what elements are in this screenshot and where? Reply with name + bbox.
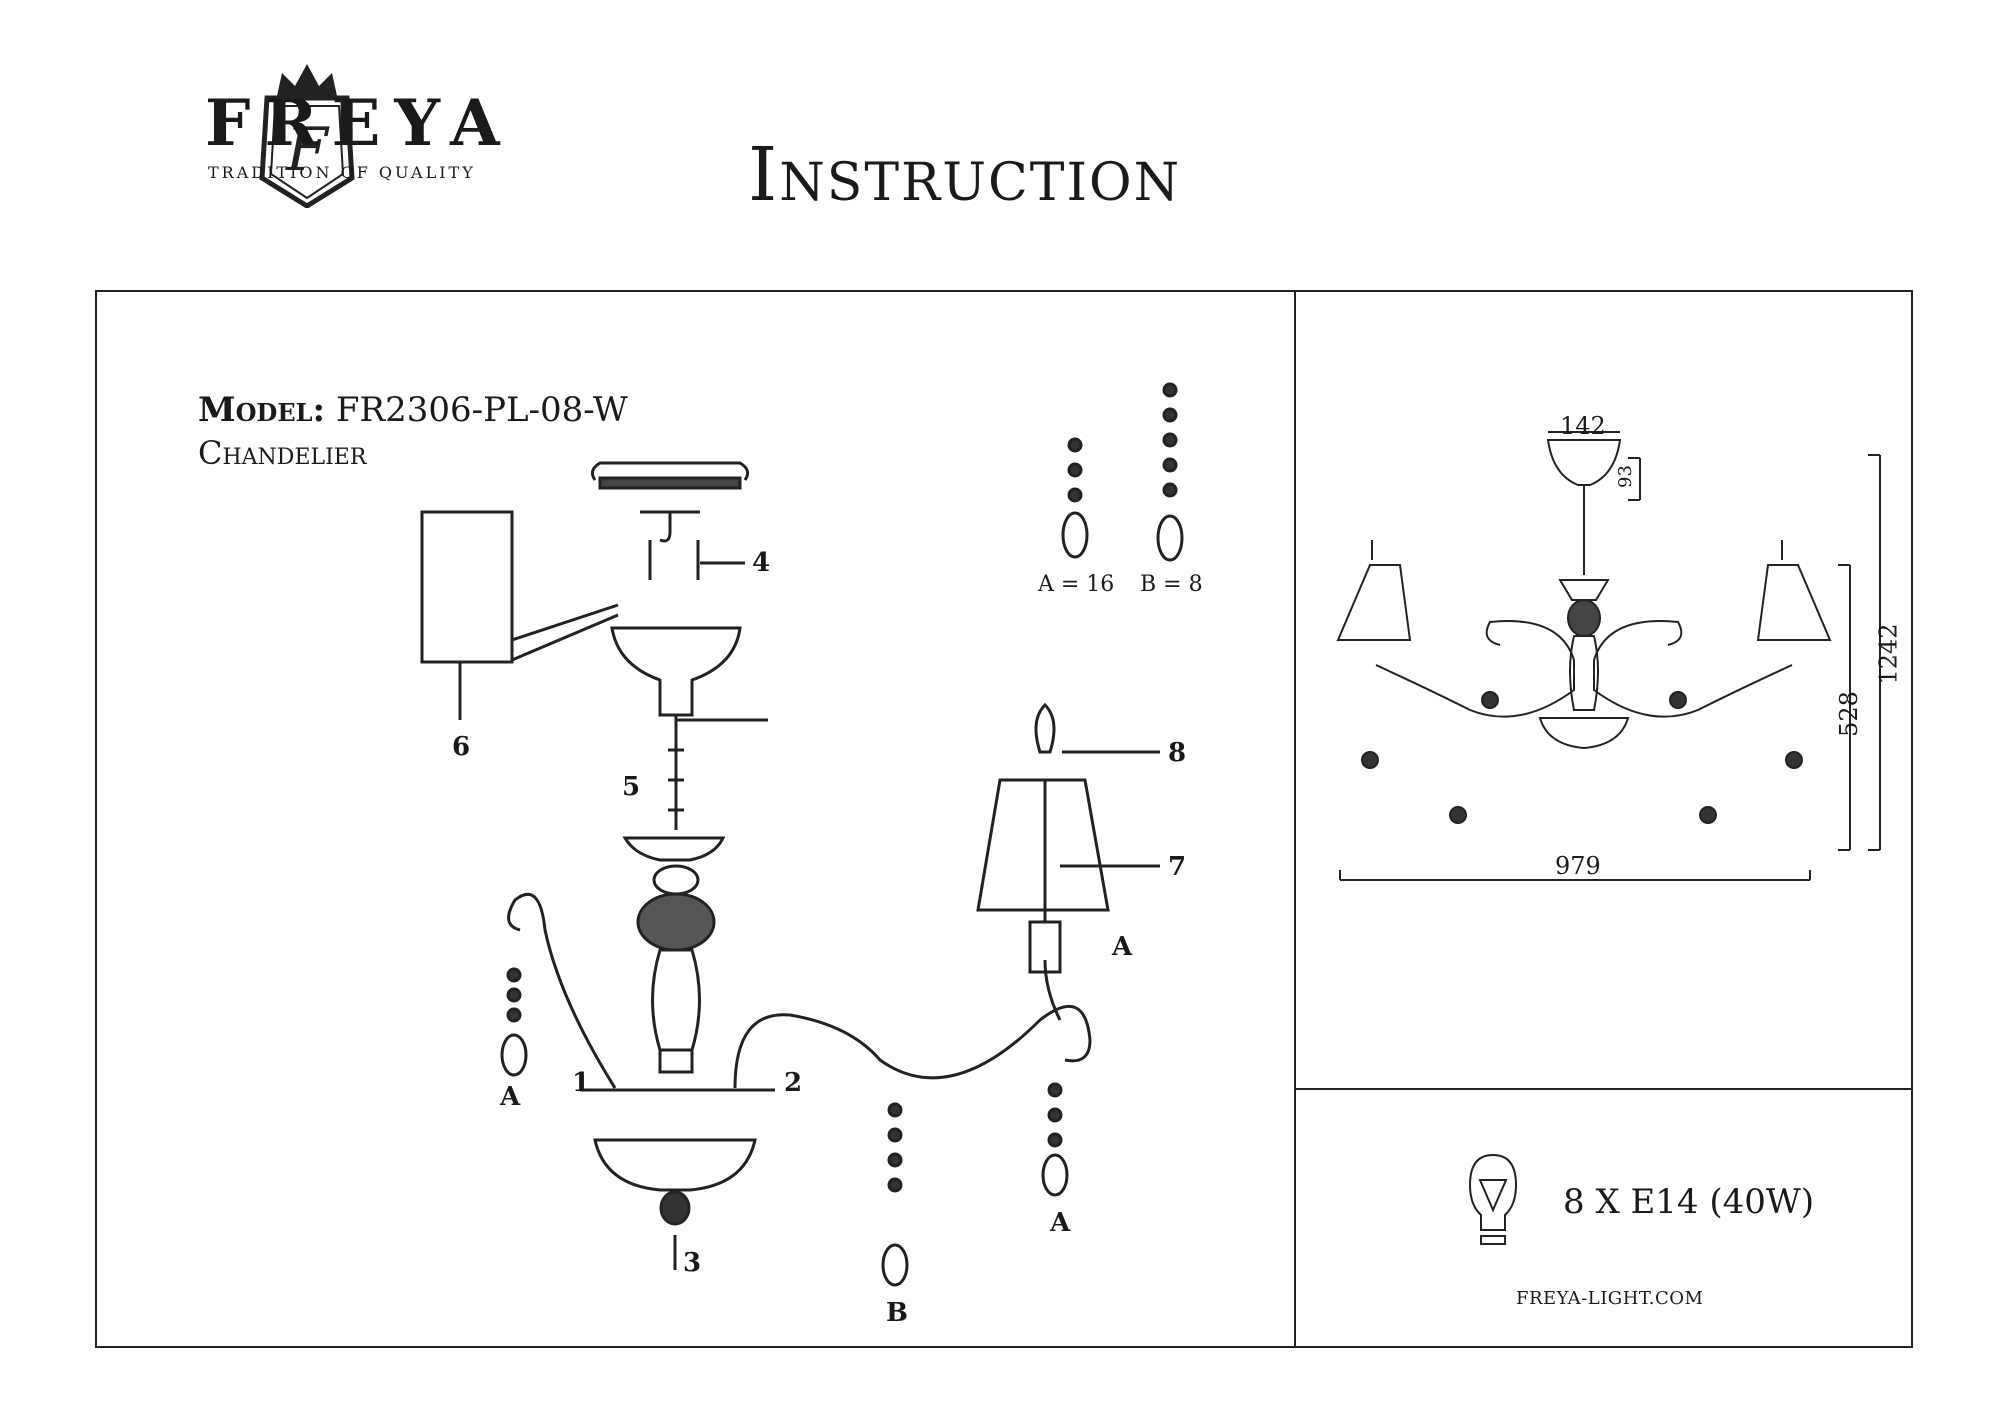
step-label-7: 7 [1168,852,1187,882]
step-label-6: 6 [452,732,471,762]
brand-tagline: TRADITION OF QUALITY [208,163,476,182]
svg-text:F: F [285,115,330,185]
model-code: FR2306-PL-08-W [335,390,628,430]
crystal-count-b: B = 8 [1140,572,1203,597]
website-url: FREYA-LIGHT.COM [1516,1288,1704,1309]
crystal-count-a: A = 16 [1038,572,1115,597]
part-label-a: A [1050,1208,1071,1238]
product-type: Chandelier [198,434,367,472]
step-label-8: 8 [1168,738,1187,768]
frame-divider-horizontal [1295,1088,1912,1090]
step-label-4: 4 [752,548,771,578]
dim-body-height: 528 [1834,691,1863,737]
freya-logo-icon: F [259,64,355,208]
dim-total-height: 1242 [1874,623,1903,685]
dim-top-height: 93 [1614,465,1636,488]
diagram-frame [95,290,1913,1348]
bulb-spec: 8 X E14 (40W) [1563,1182,1815,1222]
step-label-1: 1 [572,1068,591,1098]
model-line: Model: FR2306-PL-08-W [198,390,628,431]
dim-width: 979 [1555,852,1601,880]
frame-divider-vertical [1294,290,1296,1348]
step-label-2: 2 [784,1068,803,1098]
page-title: Instruction [748,132,1182,218]
part-label-a: A [500,1082,521,1112]
part-label-a: A [1112,932,1133,962]
step-label-3: 3 [683,1248,702,1278]
dim-top-width: 142 [1560,412,1606,440]
part-label-b: B [886,1298,908,1328]
step-label-5: 5 [622,772,641,802]
model-label: Model: [198,390,326,430]
light-bulb-icon [1468,1153,1518,1245]
brand-name: FREYA [205,86,514,161]
